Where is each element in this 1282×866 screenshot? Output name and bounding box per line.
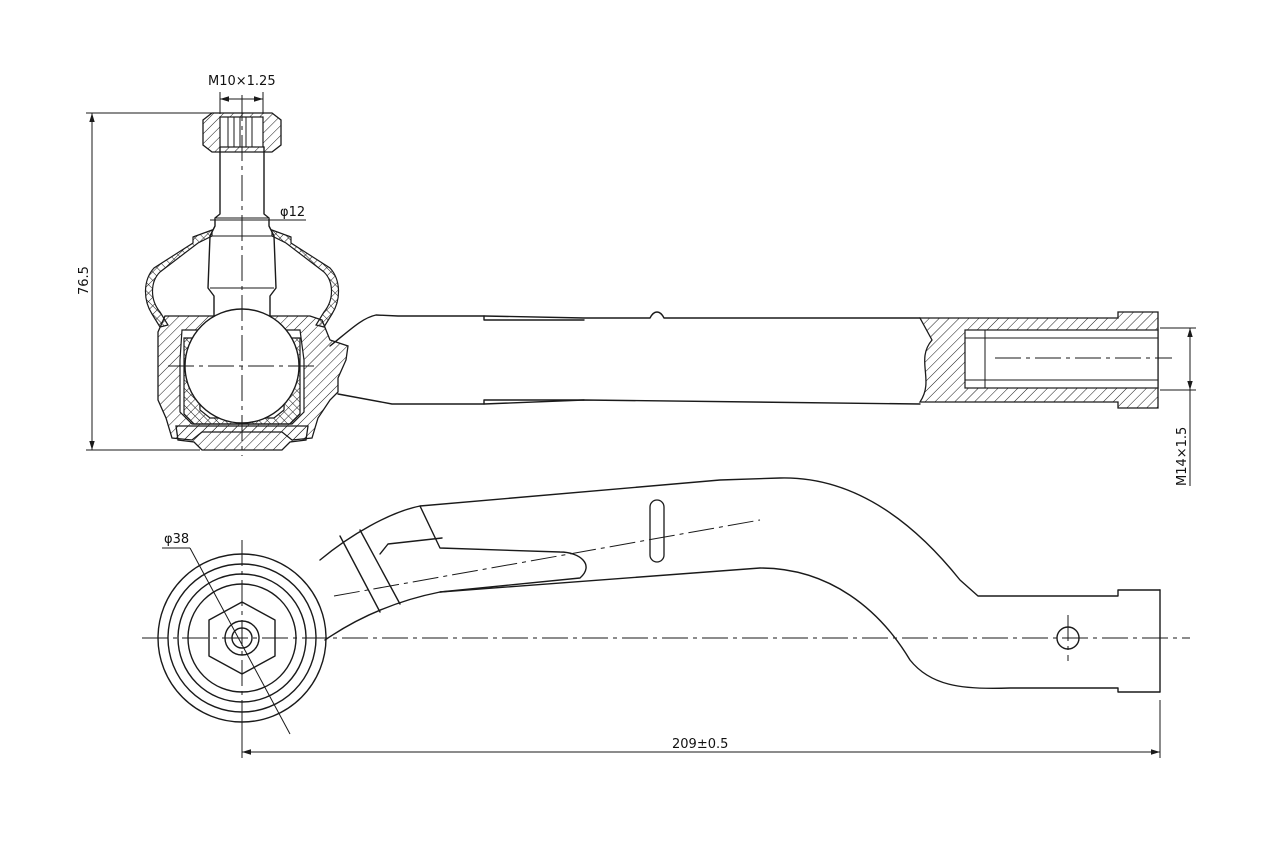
oval-slot bbox=[649, 499, 665, 563]
arm-lower bbox=[337, 393, 921, 405]
dim-thread-rod: M14×1.5 bbox=[1175, 427, 1190, 486]
arm-upper bbox=[329, 311, 921, 347]
plan-view bbox=[142, 477, 1190, 738]
dimension-labels: M10×1.25 φ12 76.5 M14×1.5 φ38 209±0.5 bbox=[77, 74, 1190, 752]
dim-body-diameter: φ38 bbox=[164, 532, 189, 547]
thread-lines bbox=[227, 117, 253, 147]
dimension-lines bbox=[86, 92, 1196, 758]
dust-boot bbox=[144, 229, 213, 328]
section-view bbox=[144, 95, 1172, 456]
dim-height: 76.5 bbox=[77, 266, 92, 295]
arm-plan-upper bbox=[319, 477, 1161, 597]
arm-recess bbox=[419, 505, 587, 593]
dim-stud-diameter: φ12 bbox=[280, 205, 305, 220]
threaded-bore bbox=[964, 329, 1159, 389]
arm-plan-lower bbox=[324, 567, 1161, 693]
dim-thread-stud: M10×1.25 bbox=[208, 74, 276, 89]
dust-boot-right bbox=[271, 229, 340, 328]
dim-length: 209±0.5 bbox=[672, 737, 728, 752]
